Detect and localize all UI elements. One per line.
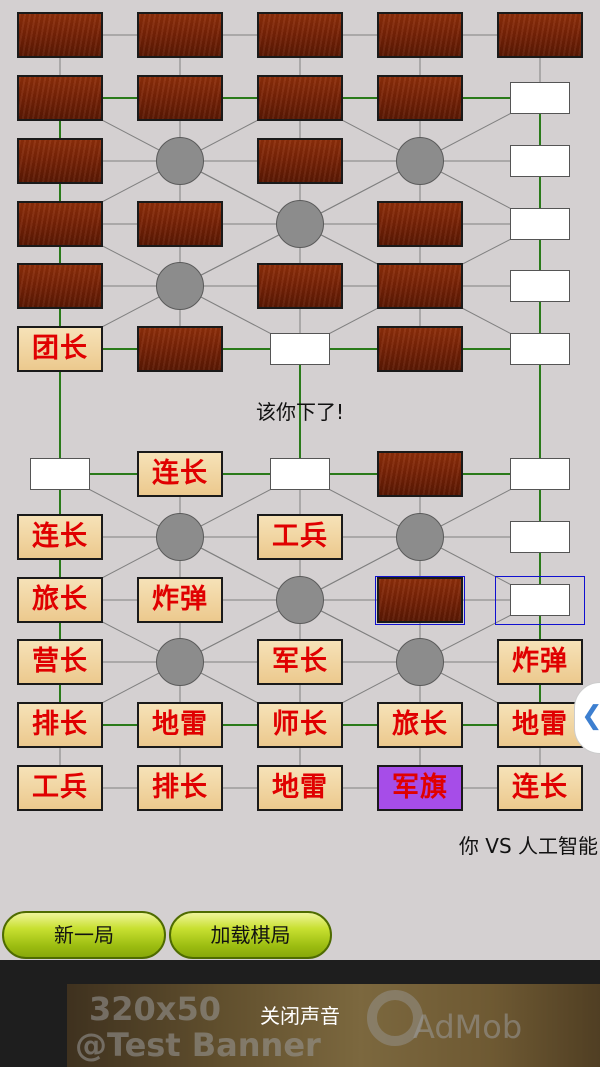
opponent-hidden-piece[interactable] (257, 75, 343, 121)
opponent-hidden-piece[interactable] (257, 263, 343, 309)
player-piece-landmine[interactable]: 地雷 (257, 765, 343, 811)
camp-station[interactable] (396, 513, 444, 561)
opponent-hidden-piece[interactable] (137, 75, 223, 121)
camp-station[interactable] (156, 513, 204, 561)
empty-station[interactable] (510, 208, 570, 240)
ad-banner[interactable]: 320x50 @Test Banner AdMob (67, 984, 600, 1067)
player-piece-engineer[interactable]: 工兵 (17, 765, 103, 811)
camp-station[interactable] (156, 137, 204, 185)
camp-station[interactable] (156, 638, 204, 686)
chevron-left-icon: ❮ (581, 701, 600, 731)
camp-station[interactable] (276, 576, 324, 624)
opponent-hidden-piece[interactable] (377, 263, 463, 309)
empty-station[interactable] (510, 82, 570, 114)
camp-station[interactable] (276, 200, 324, 248)
turn-status: 该你下了! (255, 400, 345, 424)
empty-station[interactable] (270, 458, 330, 490)
opponent-hidden-piece[interactable] (17, 138, 103, 184)
player-piece-army-commander[interactable]: 军长 (257, 639, 343, 685)
opponent-hidden-piece[interactable] (17, 201, 103, 247)
empty-station[interactable] (270, 333, 330, 365)
player-piece-platoon-commander[interactable]: 排长 (17, 702, 103, 748)
new-game-button[interactable]: 新一局 (2, 911, 166, 959)
move-target-highlight (495, 576, 585, 625)
opponent-hidden-piece[interactable] (377, 326, 463, 372)
opponent-hidden-piece[interactable] (377, 201, 463, 247)
ad-brand-label: AdMob (413, 1008, 523, 1046)
empty-station[interactable] (510, 333, 570, 365)
selected-piece-highlight (375, 576, 465, 625)
player-piece-brigade-commander[interactable]: 旅长 (377, 702, 463, 748)
camp-station[interactable] (396, 638, 444, 686)
player-piece-bomb[interactable]: 炸弹 (137, 577, 223, 623)
player-piece-engineer[interactable]: 工兵 (257, 514, 343, 560)
player-piece-bomb[interactable]: 炸弹 (497, 639, 583, 685)
opponent-hidden-piece[interactable] (497, 12, 583, 58)
player-hidden-piece[interactable] (377, 577, 463, 623)
opponent-hidden-piece[interactable] (137, 326, 223, 372)
opponent-piece-regiment-commander[interactable]: 团长 (17, 326, 103, 372)
opponent-hidden-piece[interactable] (137, 12, 223, 58)
player-piece-division-commander[interactable]: 师长 (257, 702, 343, 748)
opponent-hidden-piece[interactable] (257, 138, 343, 184)
opponent-hidden-piece[interactable] (257, 12, 343, 58)
players-label: 你 VS 人工智能 (458, 834, 598, 858)
ad-test-label: @Test Banner (75, 1026, 321, 1064)
admob-logo-icon (367, 990, 423, 1046)
player-hidden-piece[interactable] (377, 451, 463, 497)
player-piece-army-flag[interactable]: 军旗 (377, 765, 463, 811)
camp-station[interactable] (156, 262, 204, 310)
empty-station[interactable] (510, 145, 570, 177)
side-drawer-tab[interactable]: ❮ (574, 682, 600, 754)
empty-station[interactable] (510, 584, 570, 616)
player-piece-company-commander[interactable]: 连长 (17, 514, 103, 560)
player-piece-brigade-commander[interactable]: 旅长 (17, 577, 103, 623)
ad-size-label: 320x50 (89, 990, 221, 1028)
opponent-hidden-piece[interactable] (17, 12, 103, 58)
empty-station[interactable] (510, 521, 570, 553)
mute-sound-button[interactable]: 关闭声音 (260, 1004, 340, 1028)
player-piece-company-commander[interactable]: 连长 (497, 765, 583, 811)
opponent-hidden-piece[interactable] (17, 75, 103, 121)
player-piece-battalion-commander[interactable]: 营长 (17, 639, 103, 685)
opponent-hidden-piece[interactable] (377, 75, 463, 121)
empty-station[interactable] (30, 458, 90, 490)
player-piece-company-commander[interactable]: 连长 (137, 451, 223, 497)
player-piece-landmine[interactable]: 地雷 (137, 702, 223, 748)
empty-station[interactable] (510, 458, 570, 490)
player-piece-platoon-commander[interactable]: 排长 (137, 765, 223, 811)
load-game-button[interactable]: 加载棋局 (169, 911, 332, 959)
player-piece-landmine[interactable]: 地雷 (497, 702, 583, 748)
camp-station[interactable] (396, 137, 444, 185)
opponent-hidden-piece[interactable] (17, 263, 103, 309)
opponent-hidden-piece[interactable] (137, 201, 223, 247)
opponent-hidden-piece[interactable] (377, 12, 463, 58)
empty-station[interactable] (510, 270, 570, 302)
